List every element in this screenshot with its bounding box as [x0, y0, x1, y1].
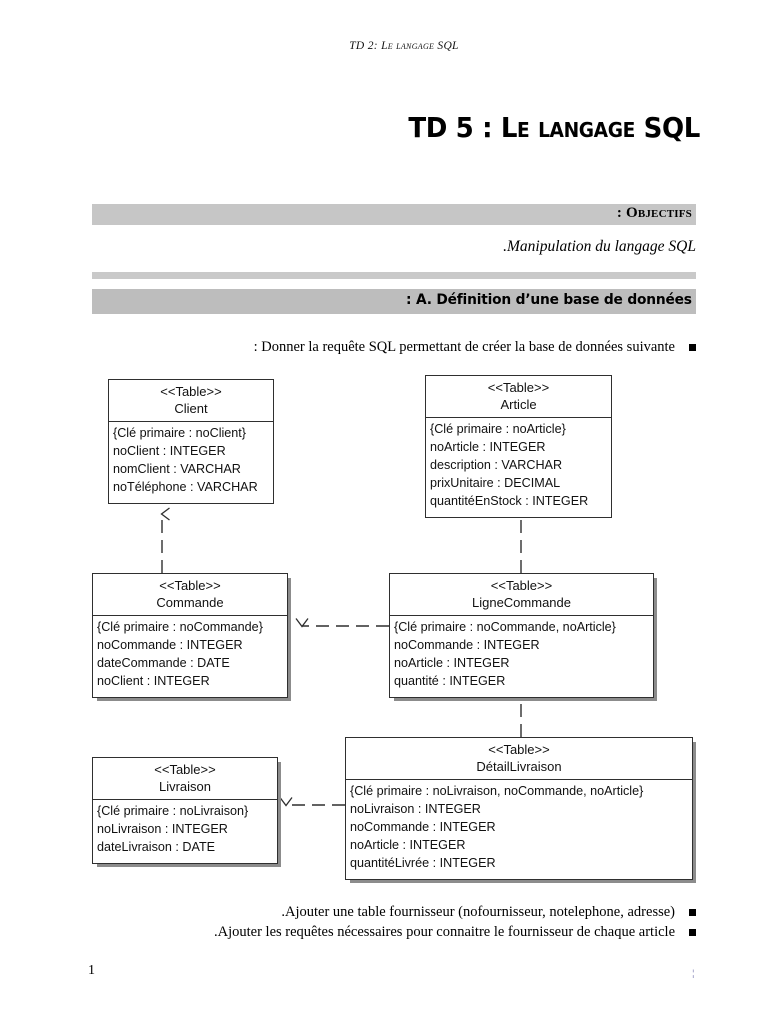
- attribute-row: noArticle : INTEGER: [394, 656, 510, 670]
- attribute-row: description : VARCHAR: [430, 458, 563, 472]
- attribute-row: quantité : INTEGER: [394, 673, 506, 688]
- attribute-row: noTéléphone : VARCHAR: [113, 479, 258, 494]
- table-name-lignecommande: LigneCommande: [471, 594, 571, 610]
- uml-table-lignecommande[interactable]: <<Table>> LigneCommande {Clé primaire : …: [389, 573, 654, 698]
- attribute-row: noCommande : INTEGER: [350, 820, 496, 834]
- question-bullet-line: : Donner la requête SQL permettant de cr…: [92, 338, 696, 356]
- task-bullet-line-1: .Ajouter une table fournisseur (nofourni…: [92, 903, 696, 921]
- stereotype-label: <<Table>>: [487, 380, 550, 395]
- table-name-client: Client: [174, 400, 208, 416]
- attribute-row: noCommande : INTEGER: [97, 638, 243, 653]
- stereotype-label: <<Table>>: [159, 578, 221, 593]
- section-a-banner: : A. Définition d’une base de données: [92, 289, 696, 314]
- table-name-article: Article: [500, 396, 537, 412]
- stereotype-label: <<Table>>: [490, 578, 553, 593]
- attribute-row: noLivraison : INTEGER: [350, 802, 481, 817]
- uml-header-livraison: <<Table>> Livraison: [93, 758, 277, 801]
- uml-header-client: <<Table>> Client: [109, 380, 273, 423]
- table-name-livraison: Livraison: [158, 778, 212, 794]
- square-bullet-icon: [689, 909, 696, 916]
- page-number: 1: [88, 963, 95, 978]
- stereotype-label: <<Table>>: [154, 762, 216, 777]
- task-bullet-line-2: .Ajouter les requêtes nécessaires pour c…: [92, 923, 696, 941]
- attribute-row: dateLivraison : DATE: [97, 840, 216, 854]
- uml-table-detaillivraison[interactable]: <<Table>> DétailLivraison {Clé primaire …: [345, 737, 693, 880]
- section-a-heading: : A. Définition d’une base de données: [406, 292, 692, 308]
- uml-attributes-detaillivraison: {Clé primaire : noLivraison, noCommande,…: [346, 780, 692, 878]
- uml-header-article: <<Table>> Article: [426, 376, 611, 419]
- attribute-row: noLivraison : INTEGER: [97, 822, 228, 837]
- uml-attributes-article: {Clé primaire : noArticle} noArticle : I…: [426, 418, 611, 516]
- divider-bar: [92, 272, 696, 279]
- attribute-row: {Clé primaire : noCommande, noArticle}: [394, 620, 616, 635]
- diagram-connectors: [160, 501, 529, 807]
- objectifs-heading: : Objectifs: [616, 205, 692, 221]
- attribute-row: dateCommande : DATE: [97, 656, 230, 670]
- question-text: : Donner la requête SQL permettant de cr…: [253, 339, 675, 355]
- uml-table-commande[interactable]: <<Table>> Commande {Clé primaire : noCom…: [92, 573, 288, 698]
- uml-attributes-commande: {Clé primaire : noCommande} noCommande :…: [93, 616, 287, 697]
- square-bullet-icon: [689, 344, 696, 351]
- footer-mark: ¦: [692, 968, 694, 978]
- uml-class-diagram: <<Table>> Client {Clé primaire : noClien…: [0, 365, 768, 885]
- uml-attributes-livraison: {Clé primaire : noLivraison} noLivraison…: [93, 800, 277, 863]
- uml-header-detaillivraison: <<Table>> DétailLivraison: [346, 738, 692, 781]
- attribute-row: nomClient : VARCHAR: [113, 462, 241, 476]
- uml-attributes-lignecommande: {Clé primaire : noCommande, noArticle} n…: [390, 616, 653, 697]
- table-name-detaillivraison: DétailLivraison: [476, 758, 562, 774]
- attribute-row: noArticle : INTEGER: [350, 837, 466, 852]
- uml-table-livraison[interactable]: <<Table>> Livraison {Clé primaire : noLi…: [92, 757, 278, 864]
- stereotype-label: <<Table>>: [160, 384, 222, 399]
- stereotype-label: <<Table>>: [488, 742, 550, 757]
- running-header: TD 2: Le langage SQL: [349, 40, 459, 52]
- attribute-row: {Clé primaire : noLivraison, noCommande,…: [350, 784, 644, 799]
- uml-header-lignecommande: <<Table>> LigneCommande: [390, 574, 653, 617]
- attribute-row: noClient : INTEGER: [97, 673, 210, 688]
- square-bullet-icon: [689, 929, 696, 936]
- attribute-row: noCommande : INTEGER: [394, 638, 540, 653]
- uml-table-client[interactable]: <<Table>> Client {Clé primaire : noClien…: [108, 379, 274, 504]
- attribute-row: quantitéLivrée : INTEGER: [350, 855, 496, 870]
- objectifs-text: .Manipulation du langage SQL: [503, 238, 696, 255]
- attribute-row: noArticle : INTEGER: [430, 440, 546, 455]
- attribute-row: {Clé primaire : noCommande}: [97, 620, 263, 635]
- uml-header-commande: <<Table>> Commande: [93, 574, 287, 617]
- uml-table-article[interactable]: <<Table>> Article {Clé primaire : noArti…: [425, 375, 612, 518]
- task-text-2: .Ajouter les requêtes nécessaires pour c…: [214, 924, 675, 940]
- attribute-row: {Clé primaire : noLivraison}: [97, 804, 249, 819]
- attribute-row: noClient : INTEGER: [113, 444, 226, 459]
- attribute-row: quantitéEnStock : INTEGER: [430, 493, 589, 508]
- attribute-row: {Clé primaire : noArticle}: [430, 422, 566, 437]
- uml-attributes-client: {Clé primaire : noClient} noClient : INT…: [109, 422, 273, 503]
- task-text-1: .Ajouter une table fournisseur (nofourni…: [281, 904, 675, 920]
- page-title: TD 5 : Le langage SQL: [408, 110, 700, 144]
- attribute-row: {Clé primaire : noClient}: [113, 426, 246, 441]
- attribute-row: prixUnitaire : DECIMAL: [430, 475, 561, 490]
- objectifs-banner: : Objectifs: [92, 204, 696, 225]
- table-name-commande: Commande: [156, 594, 224, 610]
